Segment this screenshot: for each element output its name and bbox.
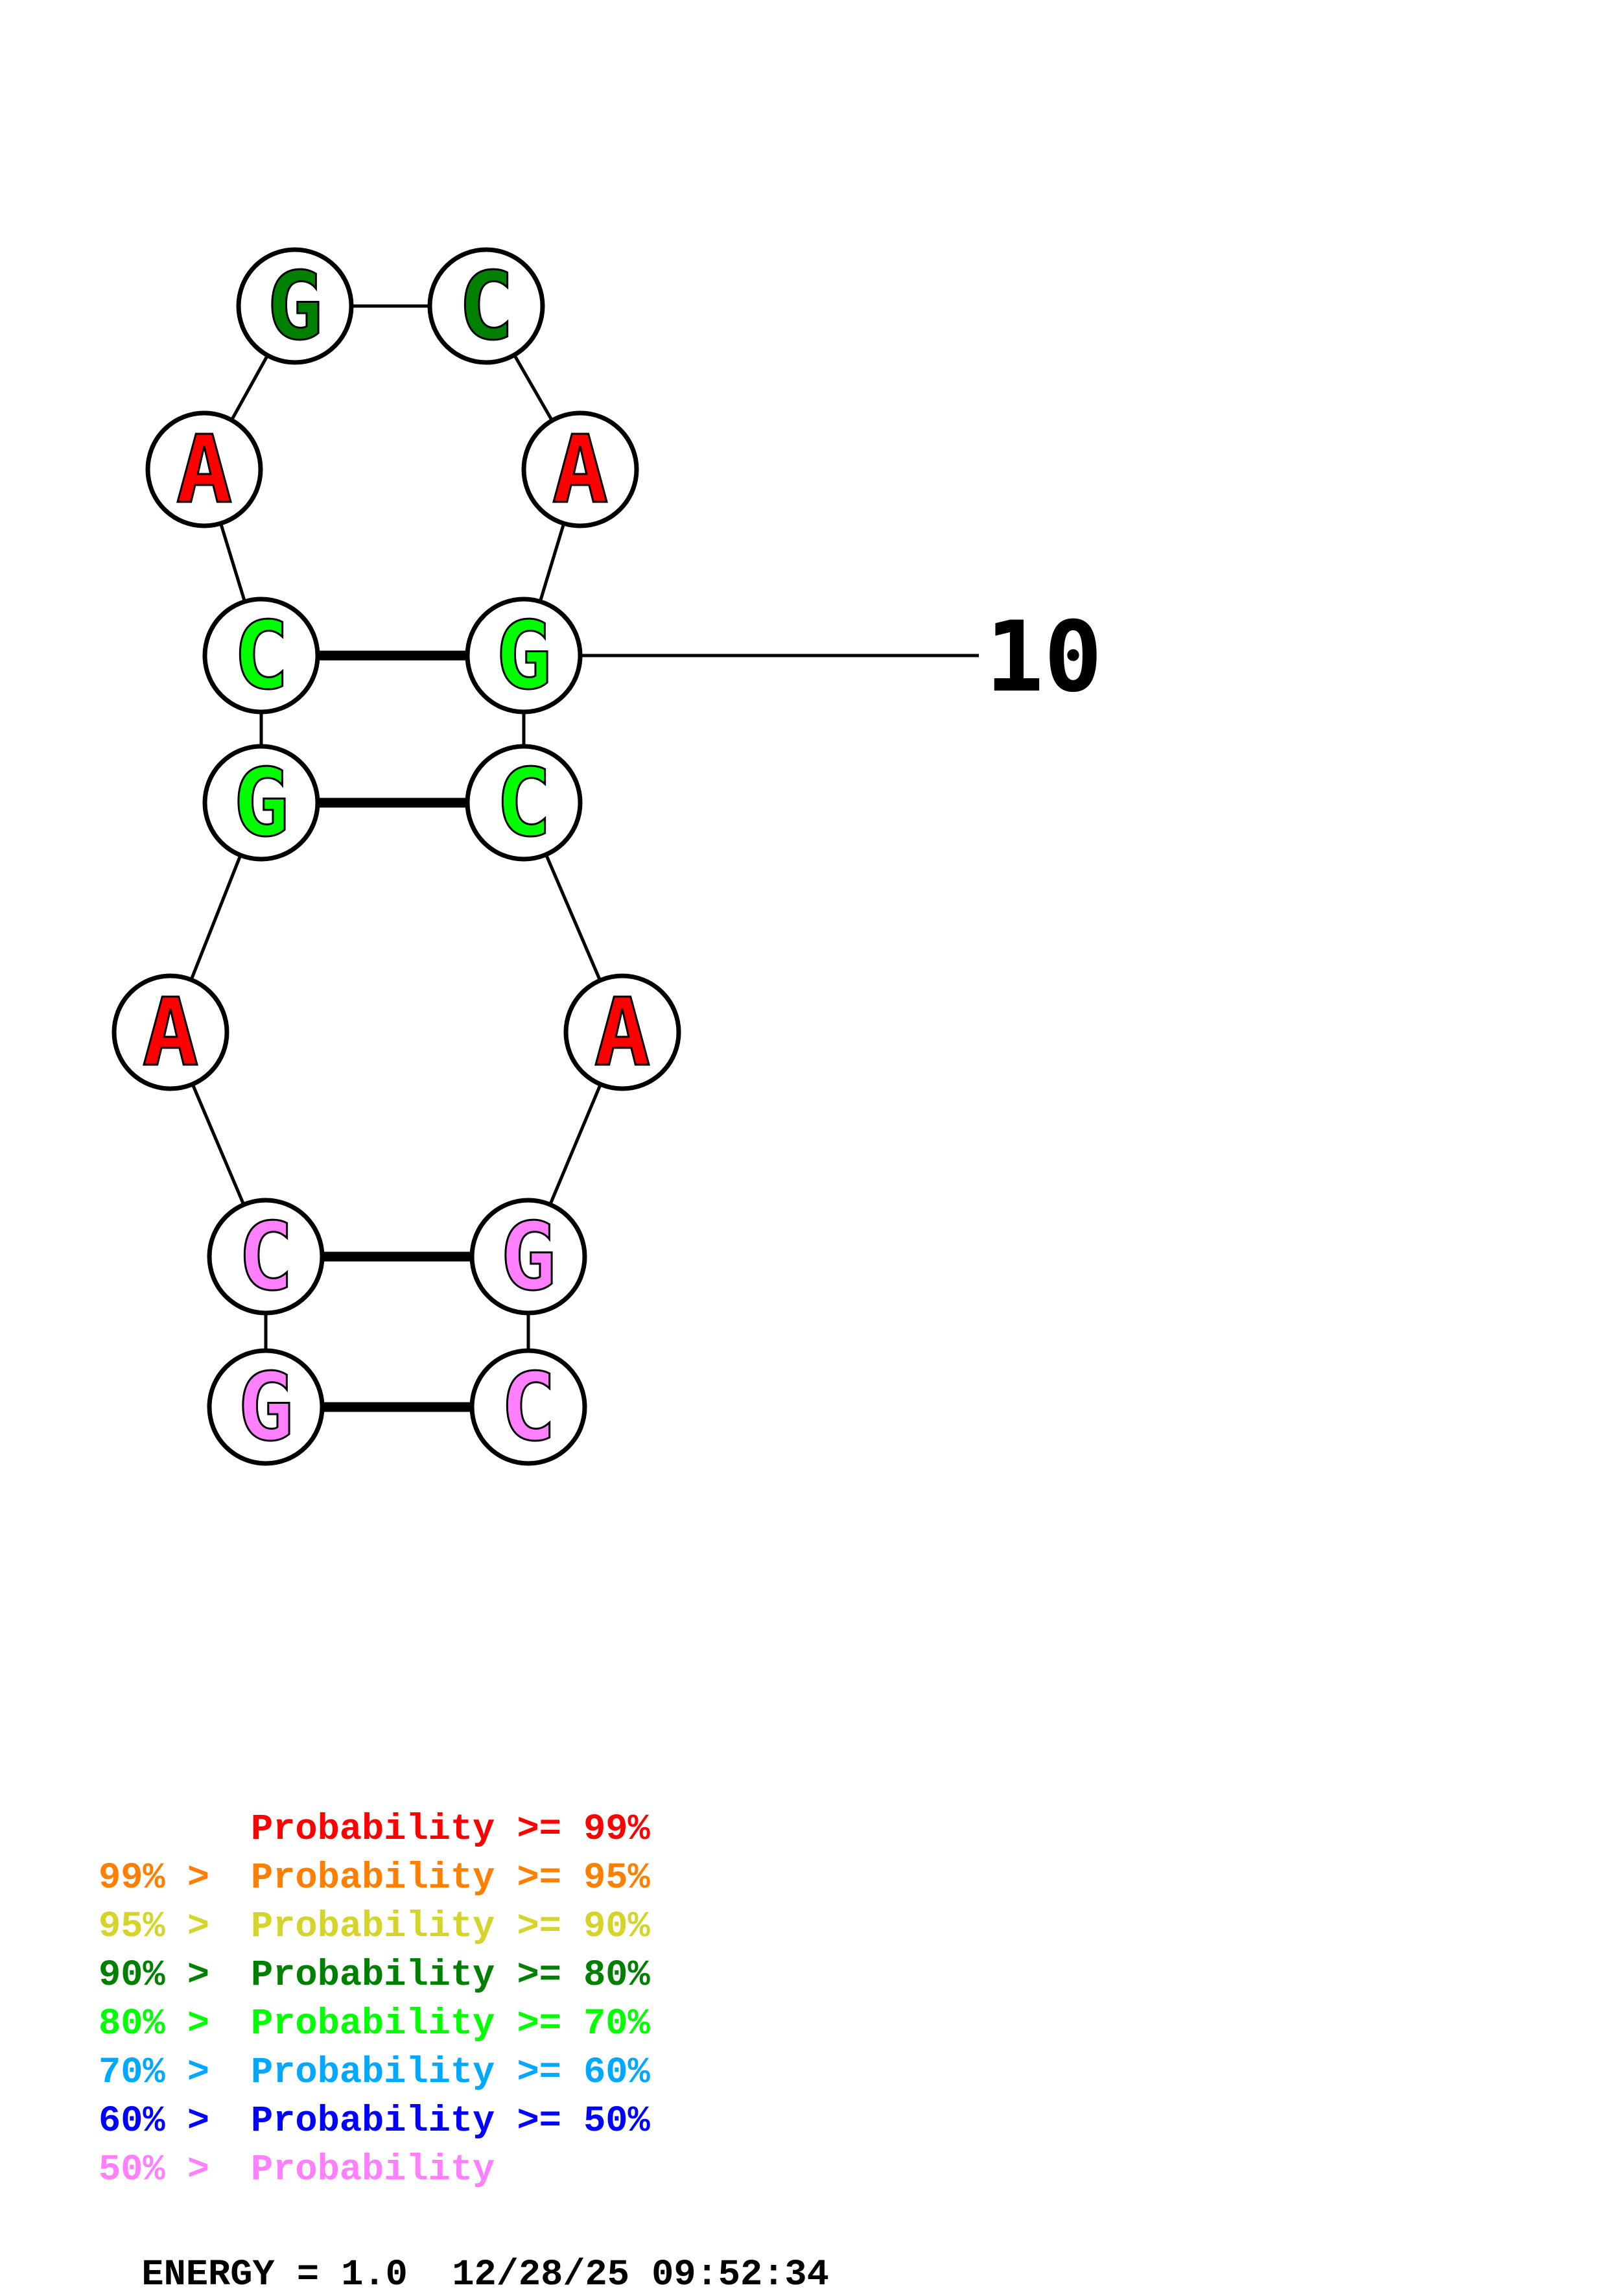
nucleotide-circle [469, 1348, 587, 1466]
legend-text: Probability >= 70% [251, 2004, 650, 2045]
nucleotide-circle [465, 597, 583, 715]
legend-prefix: 80% > [99, 2004, 232, 2045]
legend-entry: 70% > Probability >= 60% [99, 2052, 650, 2094]
legend-entry: Probability >= 99% [99, 1809, 650, 1851]
energy-value: ENERGY = 1.0 [141, 2255, 408, 2296]
legend-entry: 60% > Probability >= 50% [99, 2101, 650, 2142]
nucleotide-circle [207, 1348, 325, 1466]
legend-entry: 50% > Probability [99, 2149, 495, 2191]
nucleotide: A [563, 973, 681, 1091]
nucleotide: G [202, 744, 320, 862]
nucleotide: C [465, 744, 583, 862]
nucleotide: A [145, 410, 263, 528]
legend-text: Probability >= 90% [251, 1906, 650, 1948]
timestamp: 12/28/25 09:52:34 [452, 2255, 829, 2296]
nucleotide-circle [236, 247, 354, 365]
nucleotide-letter: C [496, 748, 552, 857]
nucleotide: G [469, 1198, 587, 1316]
nucleotide-circle [563, 973, 681, 1091]
nucleotide: A [111, 973, 229, 1091]
nucleotide-circle [145, 410, 263, 528]
legend-entry: 99% > Probability >= 95% [99, 1858, 650, 1899]
legend-entry: 90% > Probability >= 80% [99, 1955, 650, 1996]
nucleotide-circle [111, 973, 229, 1091]
nucleotide: C [469, 1348, 587, 1466]
nucleotide-letter: A [176, 415, 233, 524]
nucleotide-letter: C [238, 1202, 294, 1311]
nucleotide-letter: C [500, 1353, 557, 1462]
legend-text: Probability >= 80% [251, 1955, 650, 1996]
nucleotide: C [202, 597, 320, 715]
nucleotide-circle [521, 410, 639, 528]
nucleotide-letter: G [500, 1202, 557, 1311]
legend-entry: 95% > Probability >= 90% [99, 1906, 650, 1948]
nucleotide-letter: A [552, 415, 609, 524]
legend-prefix: 50% > [99, 2149, 232, 2191]
nucleotide-letter: G [233, 748, 290, 857]
nucleotide-circle [427, 247, 545, 365]
legend-text: Probability >= 99% [251, 1809, 650, 1851]
nucleotide-letter: G [238, 1353, 294, 1462]
legend-prefix: 70% > [99, 2052, 232, 2094]
nucleotide-letter: G [496, 601, 552, 710]
nucleotide: G [236, 247, 354, 365]
legend-prefix: 99% > [99, 1858, 232, 1899]
legend-prefix: 95% > [99, 1906, 232, 1948]
nucleotide: G [207, 1348, 325, 1466]
nucleotide: A [521, 410, 639, 528]
nucleotide-letter: C [233, 601, 290, 710]
nucleotide-circle [202, 744, 320, 862]
legend-text: Probability >= 60% [251, 2052, 650, 2094]
position-number-label: 10 [985, 601, 1103, 714]
footer-line: ENERGY = 1.0 12/28/25 09:52:34 [97, 2213, 829, 2296]
nucleotide-letter: A [594, 978, 651, 1087]
nucleotide-circle [207, 1198, 325, 1316]
nucleotide-letter: G [267, 252, 323, 361]
nucleotide-letter: A [143, 978, 199, 1087]
legend-entry: 80% > Probability >= 70% [99, 2004, 650, 2045]
nucleotide-letter: C [458, 252, 515, 361]
nucleotide: C [207, 1198, 325, 1316]
legend-text: Probability [251, 2149, 495, 2191]
nucleotide: G [465, 597, 583, 715]
nucleotide-circle [469, 1198, 587, 1316]
nucleotide-circle [465, 744, 583, 862]
legend-text: Probability >= 50% [251, 2101, 650, 2142]
legend-prefix: 90% > [99, 1955, 232, 1996]
legend-prefix: 60% > [99, 2101, 232, 2142]
nucleotide: C [427, 247, 545, 365]
legend-text: Probability >= 95% [251, 1858, 650, 1899]
nucleotide-circle [202, 597, 320, 715]
